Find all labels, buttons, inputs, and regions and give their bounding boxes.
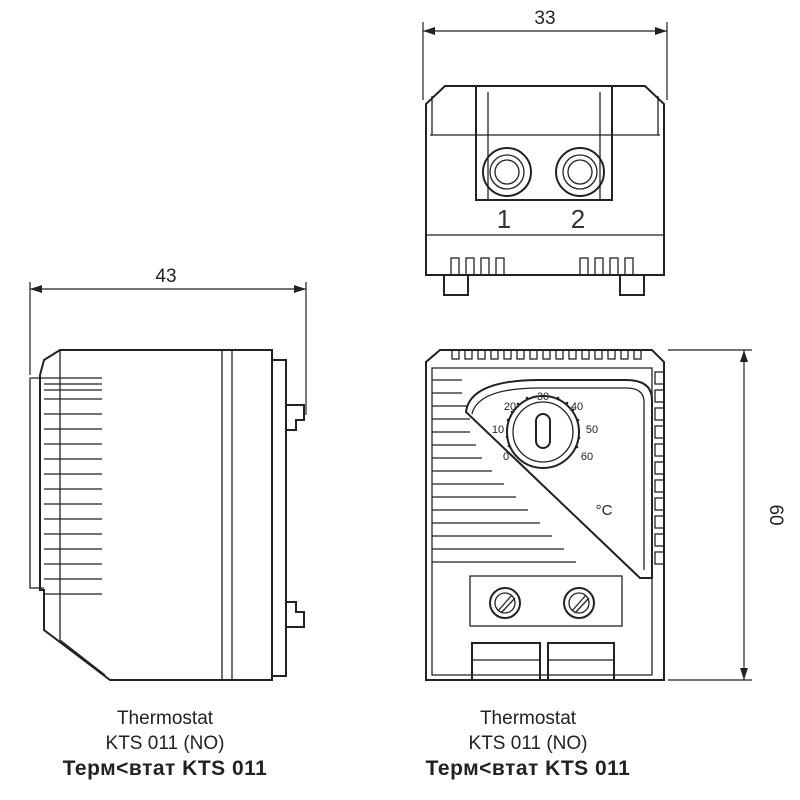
dial-scale-50: 50 <box>586 424 598 436</box>
dial-scale-40: 40 <box>571 401 583 413</box>
caption-model-ru: Терм<втат KTS 011 <box>425 757 631 780</box>
dimension-width-side: 43 <box>155 266 176 287</box>
terminal-label-2: 2 <box>571 204 585 234</box>
dial-scale-0: 0 <box>503 451 509 463</box>
caption-model: KTS 011 (NO) <box>468 733 588 754</box>
terminal-label-1: 1 <box>497 204 511 234</box>
unit-label: °C <box>596 502 613 519</box>
caption-title: Thermostat <box>479 708 577 729</box>
caption-front-view: Thermostat KTS 011 (NO) Терм<втат KTS 01… <box>378 706 678 781</box>
front-view: 60 <box>425 349 786 681</box>
top-view: 33 1 2 <box>422 8 668 296</box>
dial-scale-10: 10 <box>492 424 504 436</box>
dial-scale-60: 60 <box>581 451 593 463</box>
caption-model-ru: Терм<втат KTS 011 <box>62 757 268 780</box>
caption-model: KTS 011 (NO) <box>105 733 225 754</box>
dimension-width-top: 33 <box>534 8 555 29</box>
dial-knob[interactable] <box>535 413 551 449</box>
caption-side-view: Thermostat KTS 011 (NO) Терм<втат KTS 01… <box>15 706 315 781</box>
dimension-height: 60 <box>765 504 786 525</box>
side-view: 43 <box>29 266 307 681</box>
dial-scale-30: 30 <box>537 391 549 403</box>
dial-scale-20: 20 <box>504 401 516 413</box>
caption-title: Thermostat <box>116 708 214 729</box>
